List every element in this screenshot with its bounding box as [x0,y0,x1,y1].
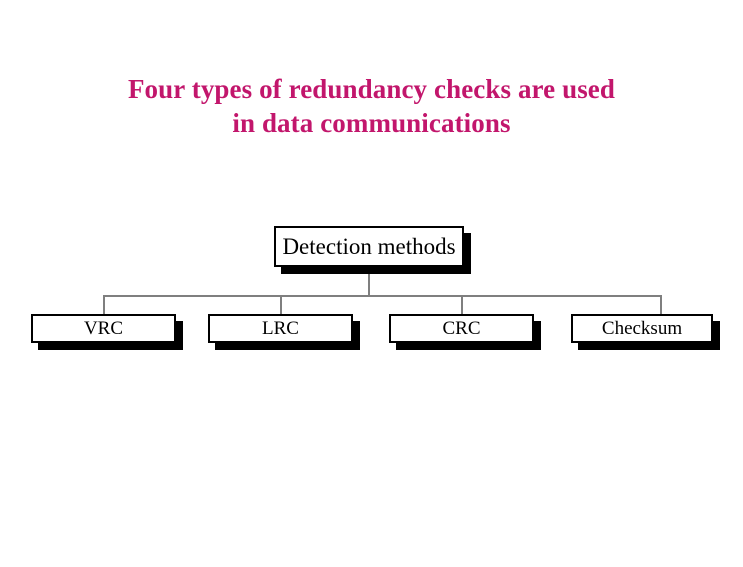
connector-drop-checksum [660,295,662,315]
node-label: LRC [262,317,299,339]
node-box: CRC [389,314,534,343]
node-box: LRC [208,314,353,343]
connector-drop-lrc [280,295,282,315]
slide-title: Four types of redundancy checks are used… [40,72,703,140]
node-label: Detection methods [282,233,456,259]
slide-title-line-2: in data communications [232,108,511,138]
node-label: CRC [442,317,481,339]
node-box: VRC [31,314,176,343]
node-crc[interactable]: CRC [389,314,541,350]
slide-title-line-1: Four types of redundancy checks are used [127,74,616,104]
node-detection-methods[interactable]: Detection methods [274,226,471,274]
connector-drop-vrc [103,295,105,315]
node-box: Detection methods [274,226,464,267]
node-lrc[interactable]: LRC [208,314,360,350]
node-box: Checksum [571,314,713,343]
node-vrc[interactable]: VRC [31,314,183,350]
connector-horizontal-bus [103,295,662,297]
connector-drop-crc [461,295,463,315]
node-label: Checksum [601,317,683,339]
node-label: VRC [83,317,124,339]
connector-root-stem [368,267,370,297]
node-checksum[interactable]: Checksum [571,314,720,350]
